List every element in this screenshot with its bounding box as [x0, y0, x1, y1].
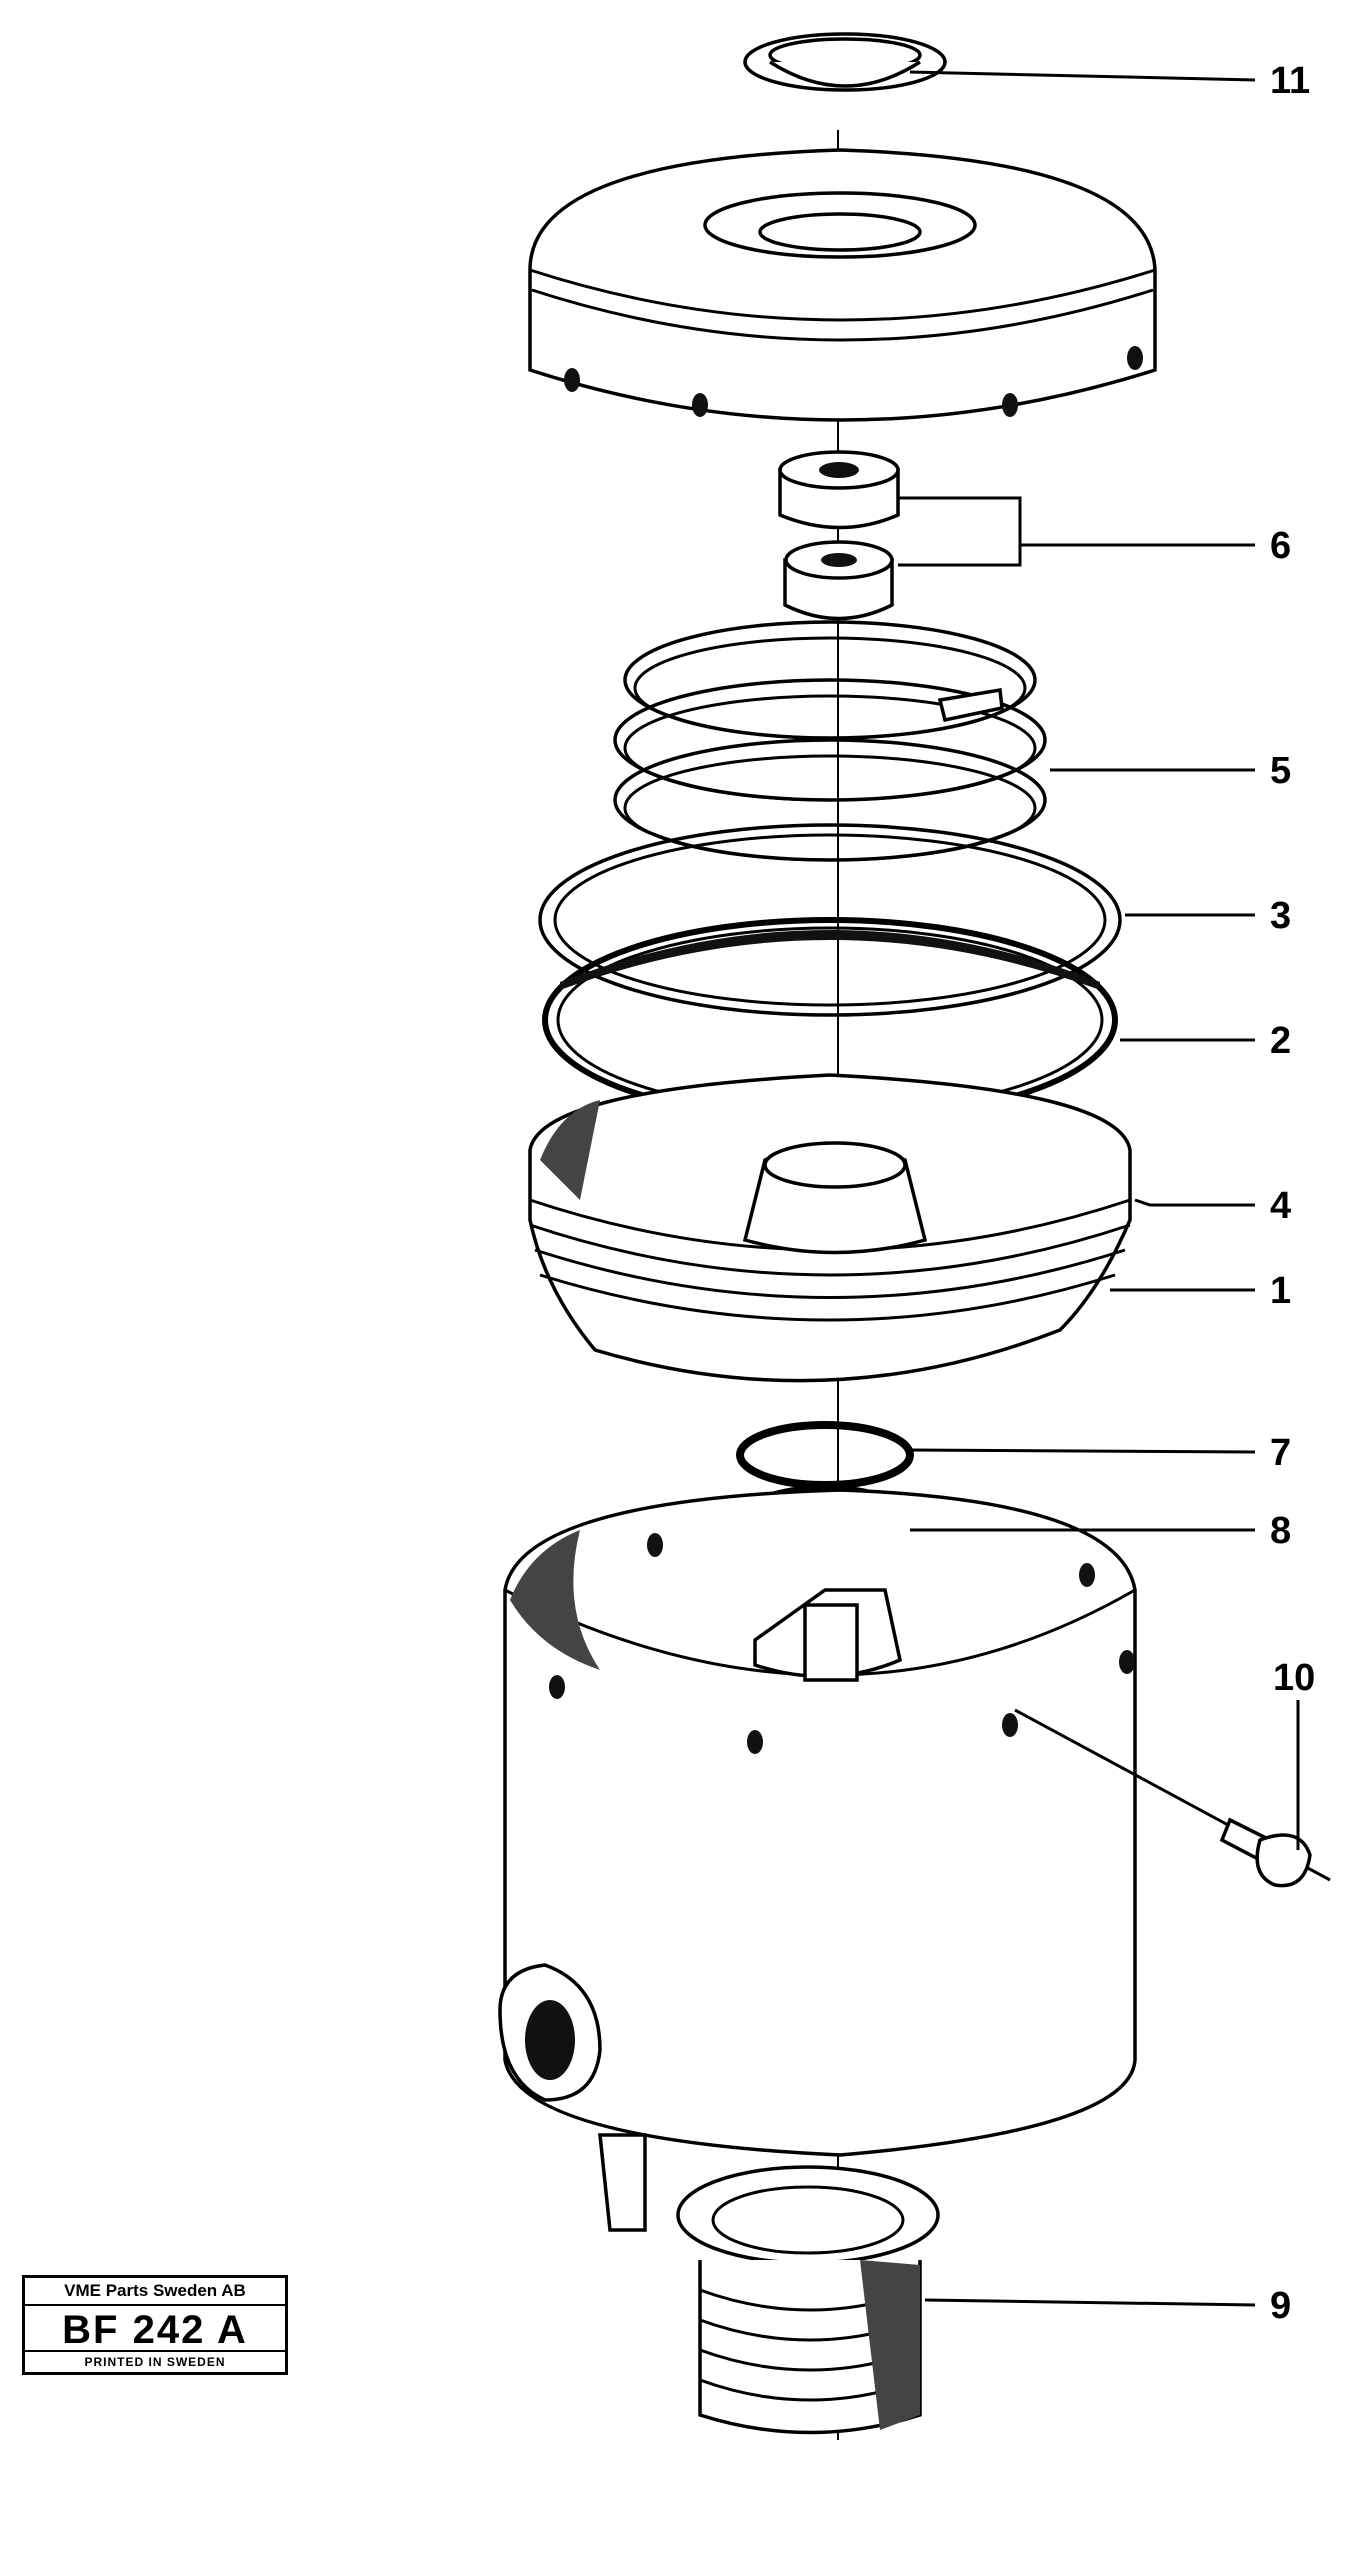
part-1-bowl: [528, 1073, 1132, 1383]
callout-3: 3: [1270, 895, 1291, 937]
part-9-threaded-bushing: [676, 2165, 940, 2435]
part-7-seal: [736, 1421, 914, 1489]
lower-housing: [498, 1488, 1137, 2232]
title-block: VME Parts Sweden AB BF 242 A PRINTED IN …: [22, 2275, 288, 2375]
part-5-spring: [613, 620, 1047, 862]
leader-lines: [898, 70, 1300, 2307]
callout-9: 9: [1270, 2285, 1291, 2327]
part-10-bolt: [1014, 1708, 1331, 1888]
callout-8: 8: [1270, 1510, 1291, 1552]
callout-1: 1: [1270, 1270, 1291, 1312]
top-cover: [528, 148, 1157, 422]
part-11-cap: [743, 32, 947, 92]
drawing-code: BF 242 A: [62, 2308, 248, 2352]
callout-10: 10: [1273, 1657, 1315, 1699]
callout-7: 7: [1270, 1432, 1291, 1474]
callout-4: 4: [1270, 1185, 1291, 1227]
callout-5: 5: [1270, 750, 1291, 792]
printed-note: PRINTED IN SWEDEN: [25, 2350, 285, 2372]
callout-2: 2: [1270, 1020, 1291, 1062]
company-name: VME Parts Sweden AB: [25, 2278, 285, 2306]
part-3-ring: [538, 823, 1122, 1017]
callout-6: 6: [1270, 525, 1291, 567]
part-6-nuts: [778, 450, 900, 621]
callout-11: 11: [1270, 60, 1310, 102]
